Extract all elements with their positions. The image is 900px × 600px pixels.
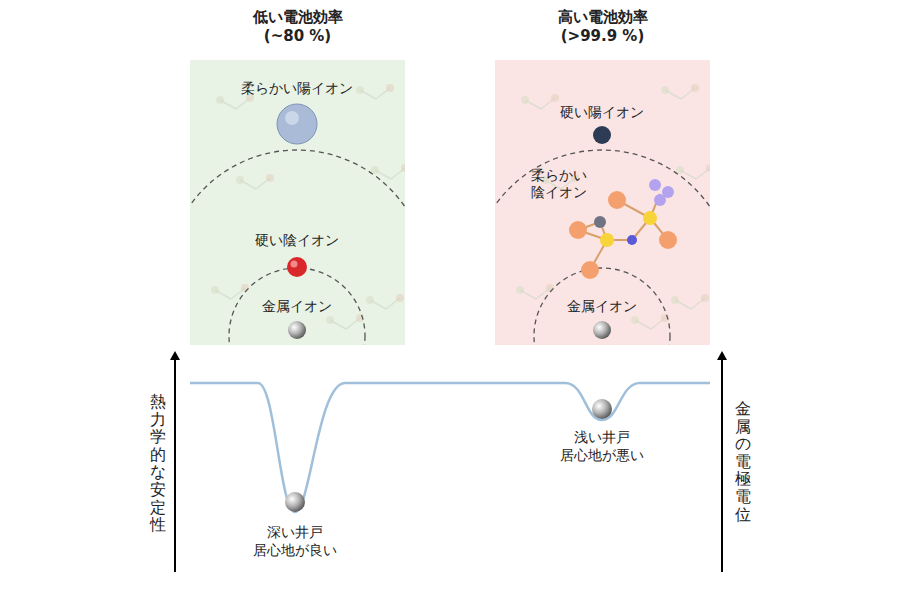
- background-molecule: [241, 284, 249, 292]
- panel: 高い電池効率 (>99.9 %)硬い陽イオン柔らかい 陰イオン金属イオン: [495, 60, 710, 345]
- panel: 低い電池効率 (~80 %)柔らかい陽イオン硬い陰イオン金属イオン: [190, 60, 405, 345]
- ion-label: 柔らかい 陰イオン: [531, 167, 587, 201]
- ion-label-text: 金属イオン: [262, 298, 332, 315]
- atom: [659, 231, 677, 249]
- ion-label-text: 柔らかい 陰イオン: [531, 167, 587, 201]
- energy-curve: [190, 383, 710, 512]
- dashed-shell: [495, 150, 710, 345]
- atom: [654, 194, 666, 206]
- ion-ball: [592, 399, 612, 419]
- panel-title: 低い電池効率 (~80 %): [190, 8, 405, 46]
- ion-label-text: 金属イオン: [567, 298, 637, 315]
- background-molecule: [701, 294, 709, 302]
- background-molecule: [371, 166, 379, 174]
- atom: [581, 261, 599, 279]
- ion-label: 硬い陰イオン: [255, 232, 339, 249]
- background-molecule: [356, 86, 364, 94]
- background-molecule: [211, 286, 219, 294]
- background-molecule: [401, 164, 405, 172]
- background-molecule: [266, 174, 274, 182]
- highlight: [285, 111, 299, 125]
- background-molecule: [366, 296, 374, 304]
- background-molecule: [326, 316, 334, 324]
- ion-label-text: 硬い陽イオン: [560, 104, 644, 121]
- metal-ion: [593, 321, 611, 339]
- background-molecule: [661, 86, 669, 94]
- panel-title-text: 低い電池効率 (~80 %): [245, 8, 350, 46]
- ion-label: 柔らかい陽イオン: [241, 80, 353, 97]
- hard-anion: [287, 257, 307, 277]
- ion-label: 金属イオン: [262, 298, 332, 315]
- dashed-shell: [229, 268, 365, 345]
- background-molecule: [706, 164, 710, 172]
- ion-label: 金属イオン: [567, 298, 637, 315]
- axis-arrow: [721, 360, 723, 572]
- background-molecule: [631, 316, 639, 324]
- background-molecule: [516, 286, 524, 294]
- highlight: [291, 261, 298, 268]
- dashed-shell: [190, 150, 405, 345]
- background-molecule: [216, 96, 224, 104]
- ion-label-text: 柔らかい陽イオン: [241, 80, 353, 97]
- background-molecule: [521, 96, 529, 104]
- soft-cation: [277, 104, 317, 144]
- hard-cation: [593, 126, 611, 144]
- axis-label: 熱力学的な安定性: [150, 393, 166, 534]
- background-molecule: [691, 84, 699, 92]
- panel-title: 高い電池効率 (>99.9 %): [495, 8, 710, 46]
- well-label: 浅い井戸 居心地が悪い: [560, 428, 644, 464]
- axis-arrow: [174, 360, 176, 572]
- atom: [600, 233, 614, 247]
- atom: [643, 211, 657, 225]
- well-label: 深い井戸 居心地が良い: [253, 523, 337, 559]
- atom: [649, 179, 661, 191]
- background-molecule: [676, 166, 684, 174]
- atom: [569, 221, 587, 239]
- dashed-shell: [534, 268, 670, 345]
- atom: [608, 191, 626, 209]
- ion-label-text: 硬い陰イオン: [255, 232, 339, 249]
- background-molecule: [236, 176, 244, 184]
- atom: [627, 235, 637, 245]
- background-molecule: [671, 296, 679, 304]
- panel-title-text: 高い電池効率 (>99.9 %): [550, 8, 655, 46]
- atom: [594, 216, 606, 228]
- metal-ion: [288, 321, 306, 339]
- background-molecule: [386, 84, 394, 92]
- background-molecule: [546, 284, 554, 292]
- background-molecule: [396, 294, 404, 302]
- background-molecule: [551, 94, 559, 102]
- axis-label: 金属の電極電位: [735, 400, 751, 523]
- ion-label: 硬い陽イオン: [560, 104, 644, 121]
- ion-ball: [285, 492, 305, 512]
